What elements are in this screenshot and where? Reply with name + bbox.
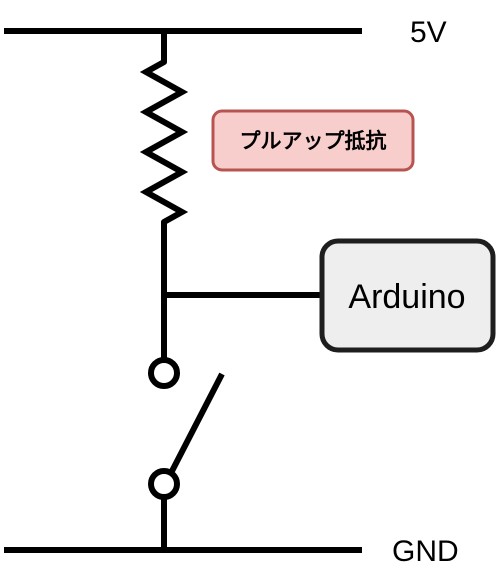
resistor-tag-label: プルアップ抵抗 xyxy=(240,129,387,153)
resistor-tag xyxy=(211,109,415,172)
switch-upper-contact xyxy=(148,357,180,389)
vcc-rail-label: 5V xyxy=(410,16,447,49)
switch-lever xyxy=(168,372,225,475)
gnd-rail-label: GND xyxy=(392,535,459,568)
arduino-label: Arduino xyxy=(348,278,465,316)
pull-up-resistor xyxy=(139,59,189,225)
arduino-box xyxy=(319,238,496,353)
switch-lower-contact xyxy=(148,468,180,500)
